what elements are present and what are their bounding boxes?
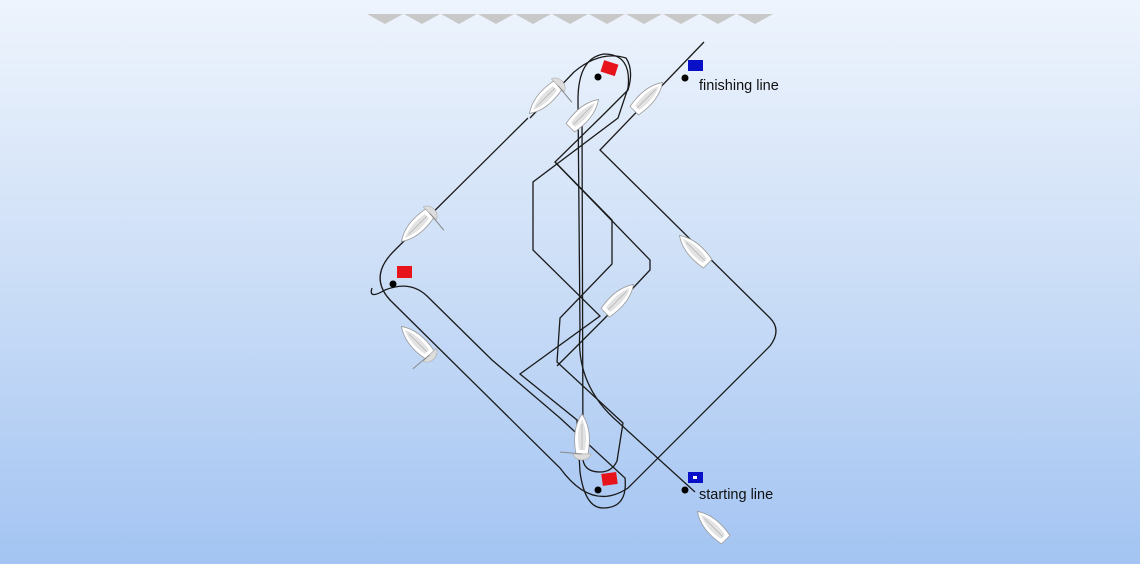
wind-triangle	[367, 14, 403, 24]
wind-triangle	[552, 14, 588, 24]
red-flag-icon	[600, 60, 619, 77]
buoy-icon	[594, 486, 602, 494]
buoy-icon	[681, 74, 689, 82]
sailboat-icon	[599, 278, 640, 319]
buoy-icon	[389, 280, 397, 288]
boats	[386, 75, 732, 546]
blue-flag-icon	[688, 60, 703, 71]
buoys	[389, 73, 689, 494]
sailboat-icon	[628, 76, 669, 117]
track-left-diamond	[529, 55, 632, 473]
track-outer-loop	[370, 53, 696, 509]
wind-triangle	[404, 14, 440, 24]
starting-line-label: starting line	[699, 487, 773, 503]
sailboat-icon	[386, 320, 440, 374]
track-diamond-main	[379, 41, 777, 497]
track-inner-diagonal	[554, 161, 651, 367]
blue-flag-icon	[688, 472, 703, 483]
wind-triangle	[478, 14, 514, 24]
sailboat-icon	[691, 505, 732, 546]
buoy-icon	[594, 73, 602, 81]
red-flag-icon	[397, 266, 412, 278]
sailboat-icon	[560, 414, 591, 460]
wind-triangle	[626, 14, 662, 24]
wind-triangle	[737, 14, 773, 24]
wind-triangle	[663, 14, 699, 24]
wind-triangle	[589, 14, 625, 24]
wind-triangle	[441, 14, 477, 24]
flags	[397, 60, 703, 486]
red-flag-icon	[601, 471, 618, 486]
sailboat-icon	[564, 93, 605, 134]
finishing-line-label: finishing line	[699, 78, 779, 94]
course-tracks	[370, 41, 777, 509]
buoy-icon	[681, 486, 689, 494]
wind-triangle	[515, 14, 551, 24]
wind-triangle	[700, 14, 736, 24]
wind-indicator-icon	[367, 14, 773, 24]
sailboat-icon	[673, 229, 714, 270]
sailboat-icon	[395, 203, 449, 257]
